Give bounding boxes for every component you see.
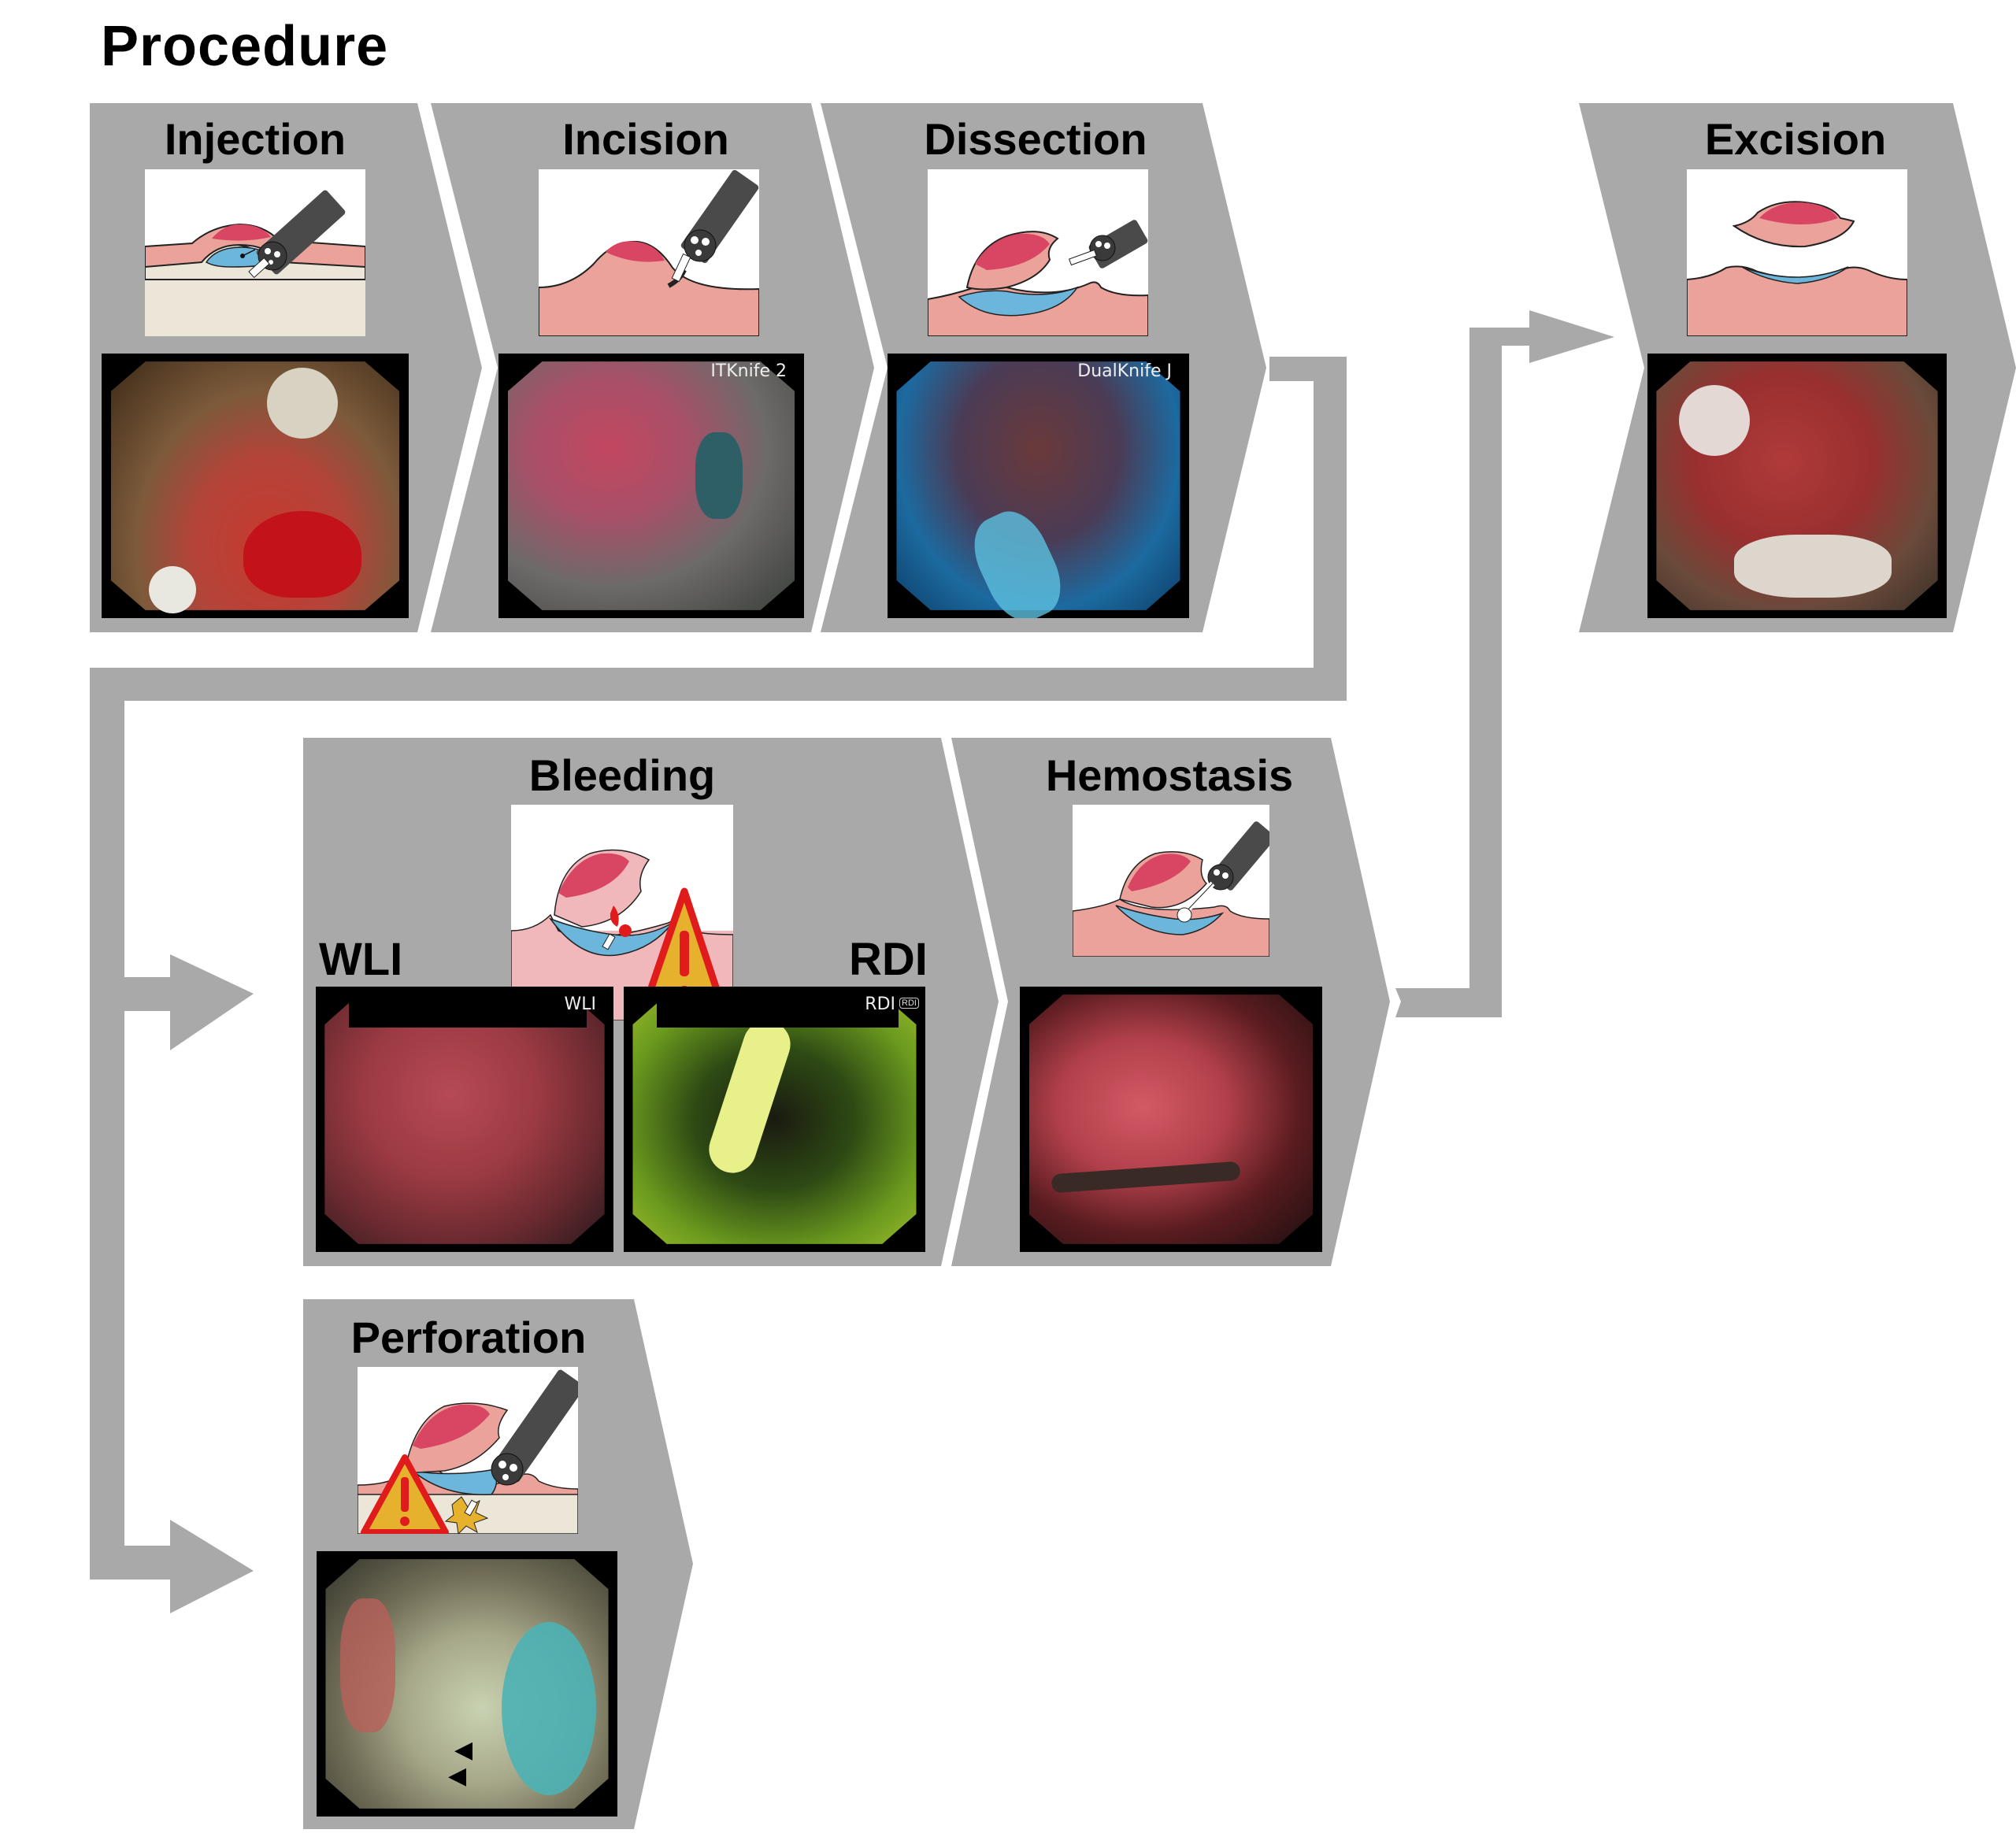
bleeding-warning-icon bbox=[511, 805, 733, 1020]
step-label-hemostasis: Hemostasis bbox=[1045, 750, 1294, 800]
connector-hemostasis-to-excision bbox=[1395, 310, 1614, 1017]
illustration-dissection bbox=[928, 169, 1148, 336]
subtitle-wli: WLI bbox=[319, 934, 403, 985]
illustration-injection bbox=[145, 169, 365, 336]
photo-tag-wli: WLI bbox=[564, 994, 597, 1014]
step-label-dissection: Dissection bbox=[924, 114, 1147, 164]
endoscope-dissection-icon bbox=[928, 220, 1148, 336]
photo-tag-dissection: DualKnife J bbox=[1077, 361, 1172, 381]
step-label-perforation: Perforation bbox=[350, 1313, 587, 1362]
endoscope-incision-icon bbox=[539, 169, 759, 336]
arrow-to-bleeding bbox=[124, 954, 254, 1050]
endoscope-injection-icon bbox=[145, 190, 365, 336]
endoscopic-image bbox=[1028, 994, 1314, 1244]
endoscopic-image bbox=[507, 361, 795, 610]
photo-tag-incision: ITKnife 2 bbox=[710, 361, 787, 381]
photo-perforation: ◀ ◀ bbox=[317, 1551, 617, 1817]
photo-dissection: DualKnife J bbox=[888, 354, 1189, 618]
illustration-bleeding bbox=[511, 805, 733, 1020]
step-label-injection: Injection bbox=[164, 114, 346, 164]
photo-incision: ITKnife 2 bbox=[498, 354, 804, 618]
step-label-excision: Excision bbox=[1704, 114, 1887, 164]
subtitle-rdi: RDI bbox=[849, 934, 928, 985]
cap-icon bbox=[267, 368, 338, 439]
endoscopic-image bbox=[324, 994, 605, 1244]
photo-bleeding-rdi: RDI RDI bbox=[624, 987, 925, 1252]
illustration-incision bbox=[539, 169, 759, 336]
rdi-badge: RDI bbox=[899, 998, 919, 1009]
photo-bleeding-wli: WLI bbox=[316, 987, 613, 1252]
perforation-warning-icon bbox=[358, 1369, 578, 1534]
arrow-to-perforation bbox=[124, 1520, 254, 1613]
cap-icon bbox=[1679, 385, 1750, 456]
illustration-hemostasis bbox=[1073, 805, 1269, 957]
step-label-bleeding: Bleeding bbox=[528, 750, 716, 800]
photo-hemostasis bbox=[1020, 987, 1322, 1252]
illustration-perforation bbox=[358, 1367, 578, 1534]
illustration-excision bbox=[1687, 169, 1907, 336]
photo-injection bbox=[102, 354, 409, 618]
arrowhead-marker-icon: ◀ bbox=[454, 1737, 473, 1763]
photo-excision bbox=[1647, 354, 1947, 618]
page-title: Procedure bbox=[101, 15, 389, 78]
arrowhead-marker-icon: ◀ bbox=[448, 1763, 467, 1789]
hemostatic-forceps-icon bbox=[1073, 821, 1269, 957]
excised-lesion-icon bbox=[1687, 201, 1907, 336]
photo-tag-rdi: RDI bbox=[865, 994, 895, 1014]
lifted-lesion bbox=[243, 511, 361, 598]
step-label-incision: Incision bbox=[562, 114, 729, 164]
